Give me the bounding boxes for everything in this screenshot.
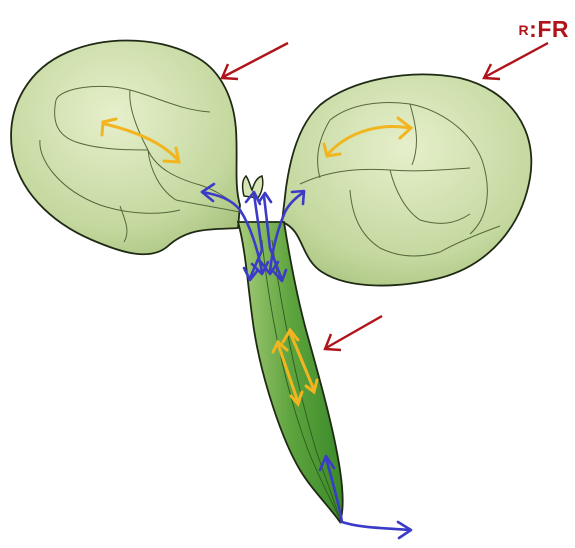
r-fr-ratio-label: R:FR: [519, 16, 569, 43]
red-light-arrow-stem: [325, 316, 382, 350]
r-letter: R: [519, 22, 530, 38]
red-light-arrow-right: [484, 43, 548, 79]
right-cotyledon: [282, 74, 531, 285]
left-cotyledon: [11, 41, 240, 255]
colon-fr-text: :FR: [529, 16, 569, 42]
red-light-arrow-top: [222, 43, 288, 79]
